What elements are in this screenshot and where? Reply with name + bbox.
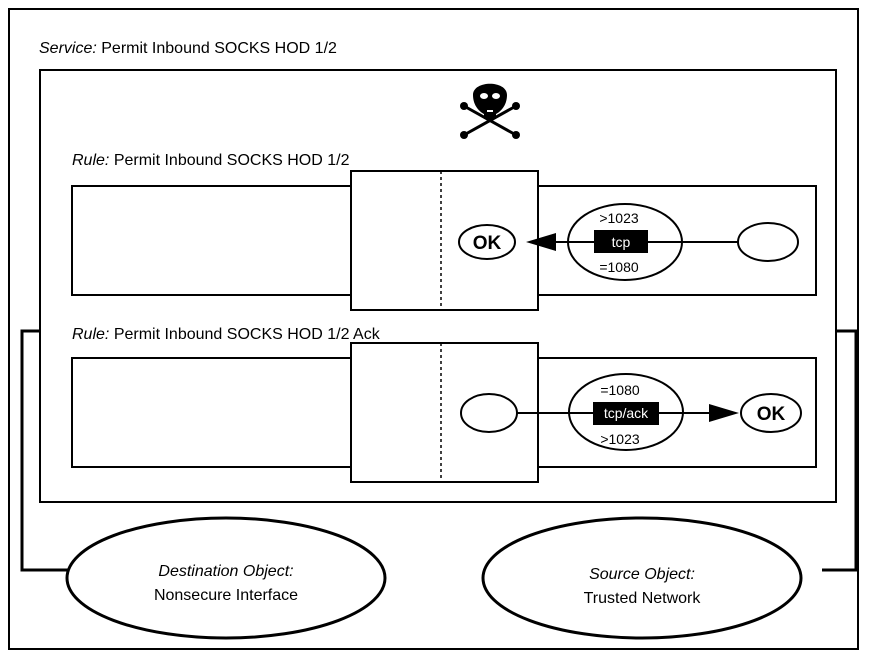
source-object-name: Trusted Network bbox=[584, 590, 702, 607]
rule-2-port-top: =1080 bbox=[600, 382, 640, 398]
skull-crossbones-icon bbox=[460, 83, 520, 139]
rule-1-protocol-label: tcp bbox=[612, 234, 631, 250]
rule-1-box[interactable]: OK tcp >1023 =1080 bbox=[71, 170, 817, 311]
source-object-title: Source Object: bbox=[589, 566, 695, 583]
destination-object[interactable]: Destination Object: Nonsecure Interface bbox=[65, 516, 387, 640]
destination-object-name: Nonsecure Interface bbox=[154, 587, 298, 604]
rule-1-ok-node[interactable] bbox=[458, 224, 516, 260]
rule-2-ok-node[interactable] bbox=[740, 393, 802, 433]
outer-frame bbox=[8, 8, 859, 650]
rule-2-ok-label: OK bbox=[757, 404, 786, 425]
service-label: Service: Permit Inbound SOCKS HOD 1/2 bbox=[39, 40, 337, 57]
rule-2-box[interactable]: OK tcp/ack =1080 >1023 bbox=[71, 342, 817, 483]
rule-2-port-bottom: >1023 bbox=[600, 431, 640, 447]
rule-1-ok-label: OK bbox=[473, 233, 502, 254]
destination-bracket bbox=[20, 329, 74, 572]
destination-object-title: Destination Object: bbox=[158, 563, 293, 580]
service-box[interactable] bbox=[39, 69, 837, 503]
rule-2-protocol-label: tcp/ack bbox=[604, 405, 649, 421]
source-bracket bbox=[822, 329, 858, 572]
rule-2-source-node[interactable] bbox=[460, 393, 518, 433]
rule-1-source-node[interactable] bbox=[737, 222, 799, 262]
rule-1-protocol-badge bbox=[594, 230, 648, 253]
source-object[interactable]: Source Object: Trusted Network bbox=[481, 516, 803, 640]
rule-2-label: Rule: Permit Inbound SOCKS HOD 1/2 Ack bbox=[72, 326, 381, 343]
rule-1-port-bottom: =1080 bbox=[599, 259, 639, 275]
rule-2-arrowhead bbox=[709, 404, 739, 422]
rule-2-protocol-badge bbox=[593, 402, 659, 425]
rule-1-label: Rule: Permit Inbound SOCKS HOD 1/2 bbox=[72, 152, 350, 169]
rule-1-port-top: >1023 bbox=[599, 210, 639, 226]
rule-1-arrowhead bbox=[526, 233, 556, 251]
